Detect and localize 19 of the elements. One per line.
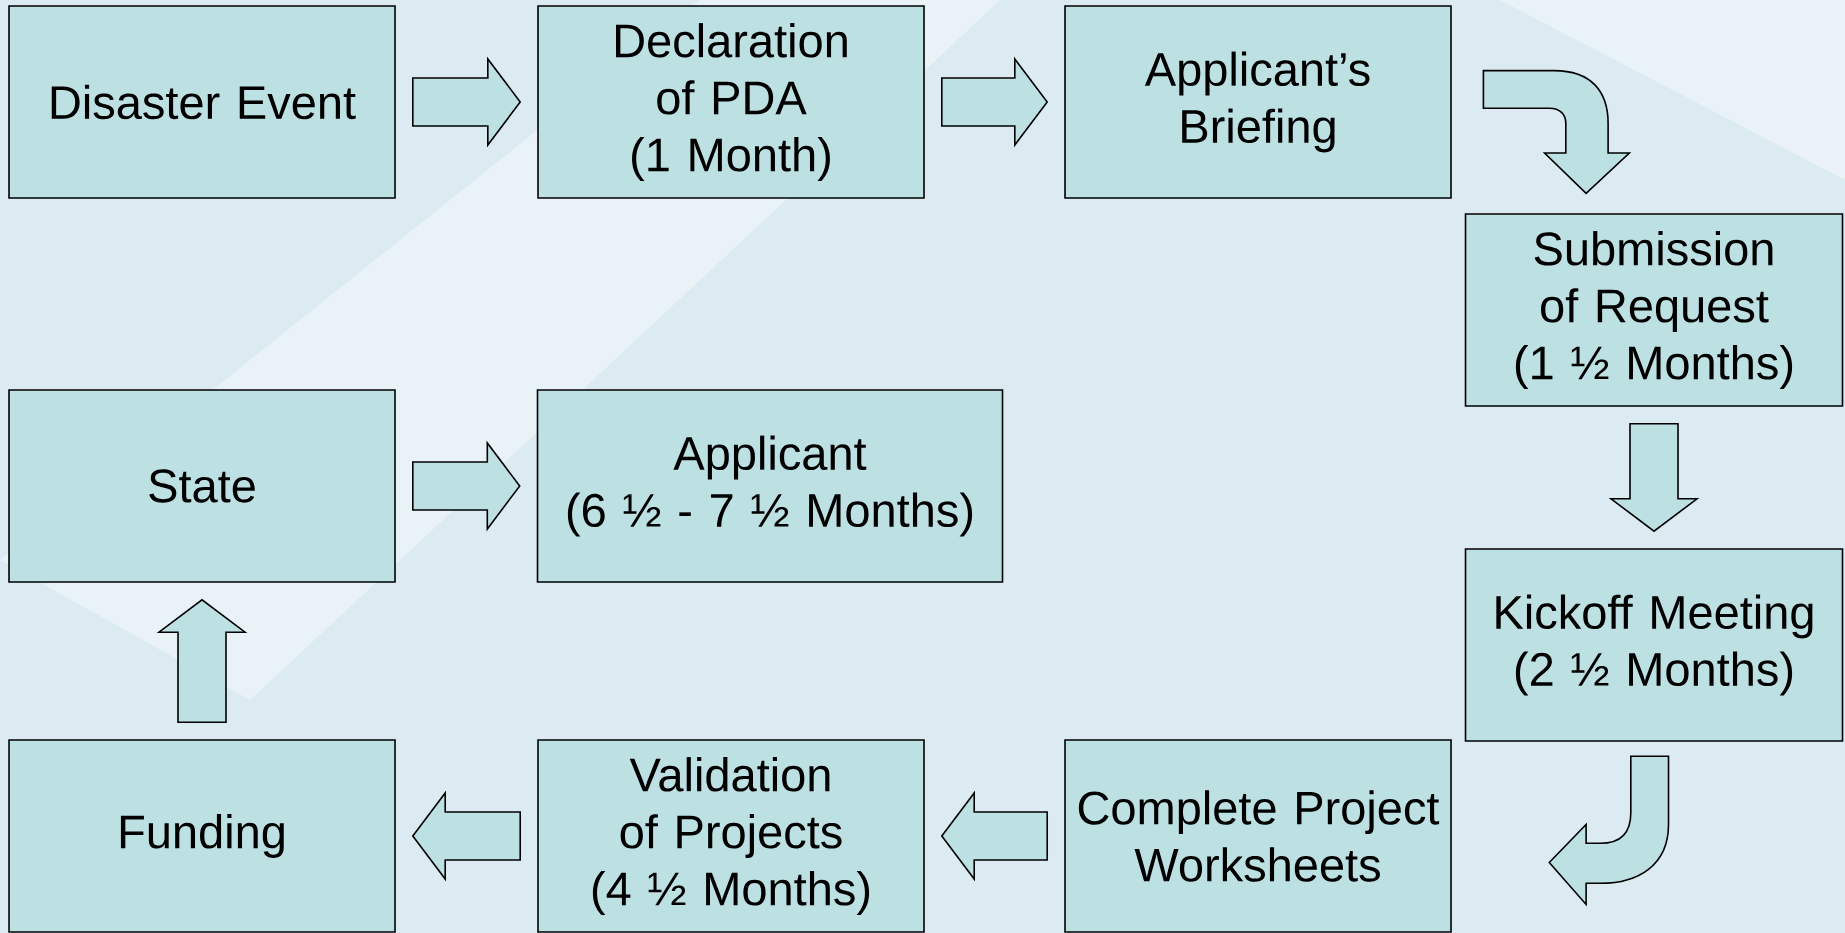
block-arrow [412,440,521,532]
block-arrow [156,598,248,723]
process-box: Submission of Request (1 ½ Months) [1464,213,1844,407]
process-box: Disaster Event [8,5,396,199]
process-box: State [8,389,396,583]
process-box: Declaration of PDA (1 Month) [537,5,925,199]
process-box: Kickoff Meeting (2 ½ Months) [1464,548,1844,742]
process-box: Complete Project Worksheets [1064,739,1452,933]
process-box: Applicant (6 ½ - 7 ½ Months) [536,389,1004,583]
block-arrow [941,56,1049,148]
process-box: Applicant’s Briefing [1064,5,1452,199]
block-arrow [1548,755,1670,906]
block-arrow [940,790,1048,882]
block-arrow [412,56,522,148]
block-arrow [1482,69,1631,195]
process-box: Validation of Projects (4 ½ Months) [537,739,925,933]
process-box: Funding [8,739,396,933]
block-arrow [1608,423,1700,533]
block-arrow [411,790,521,882]
